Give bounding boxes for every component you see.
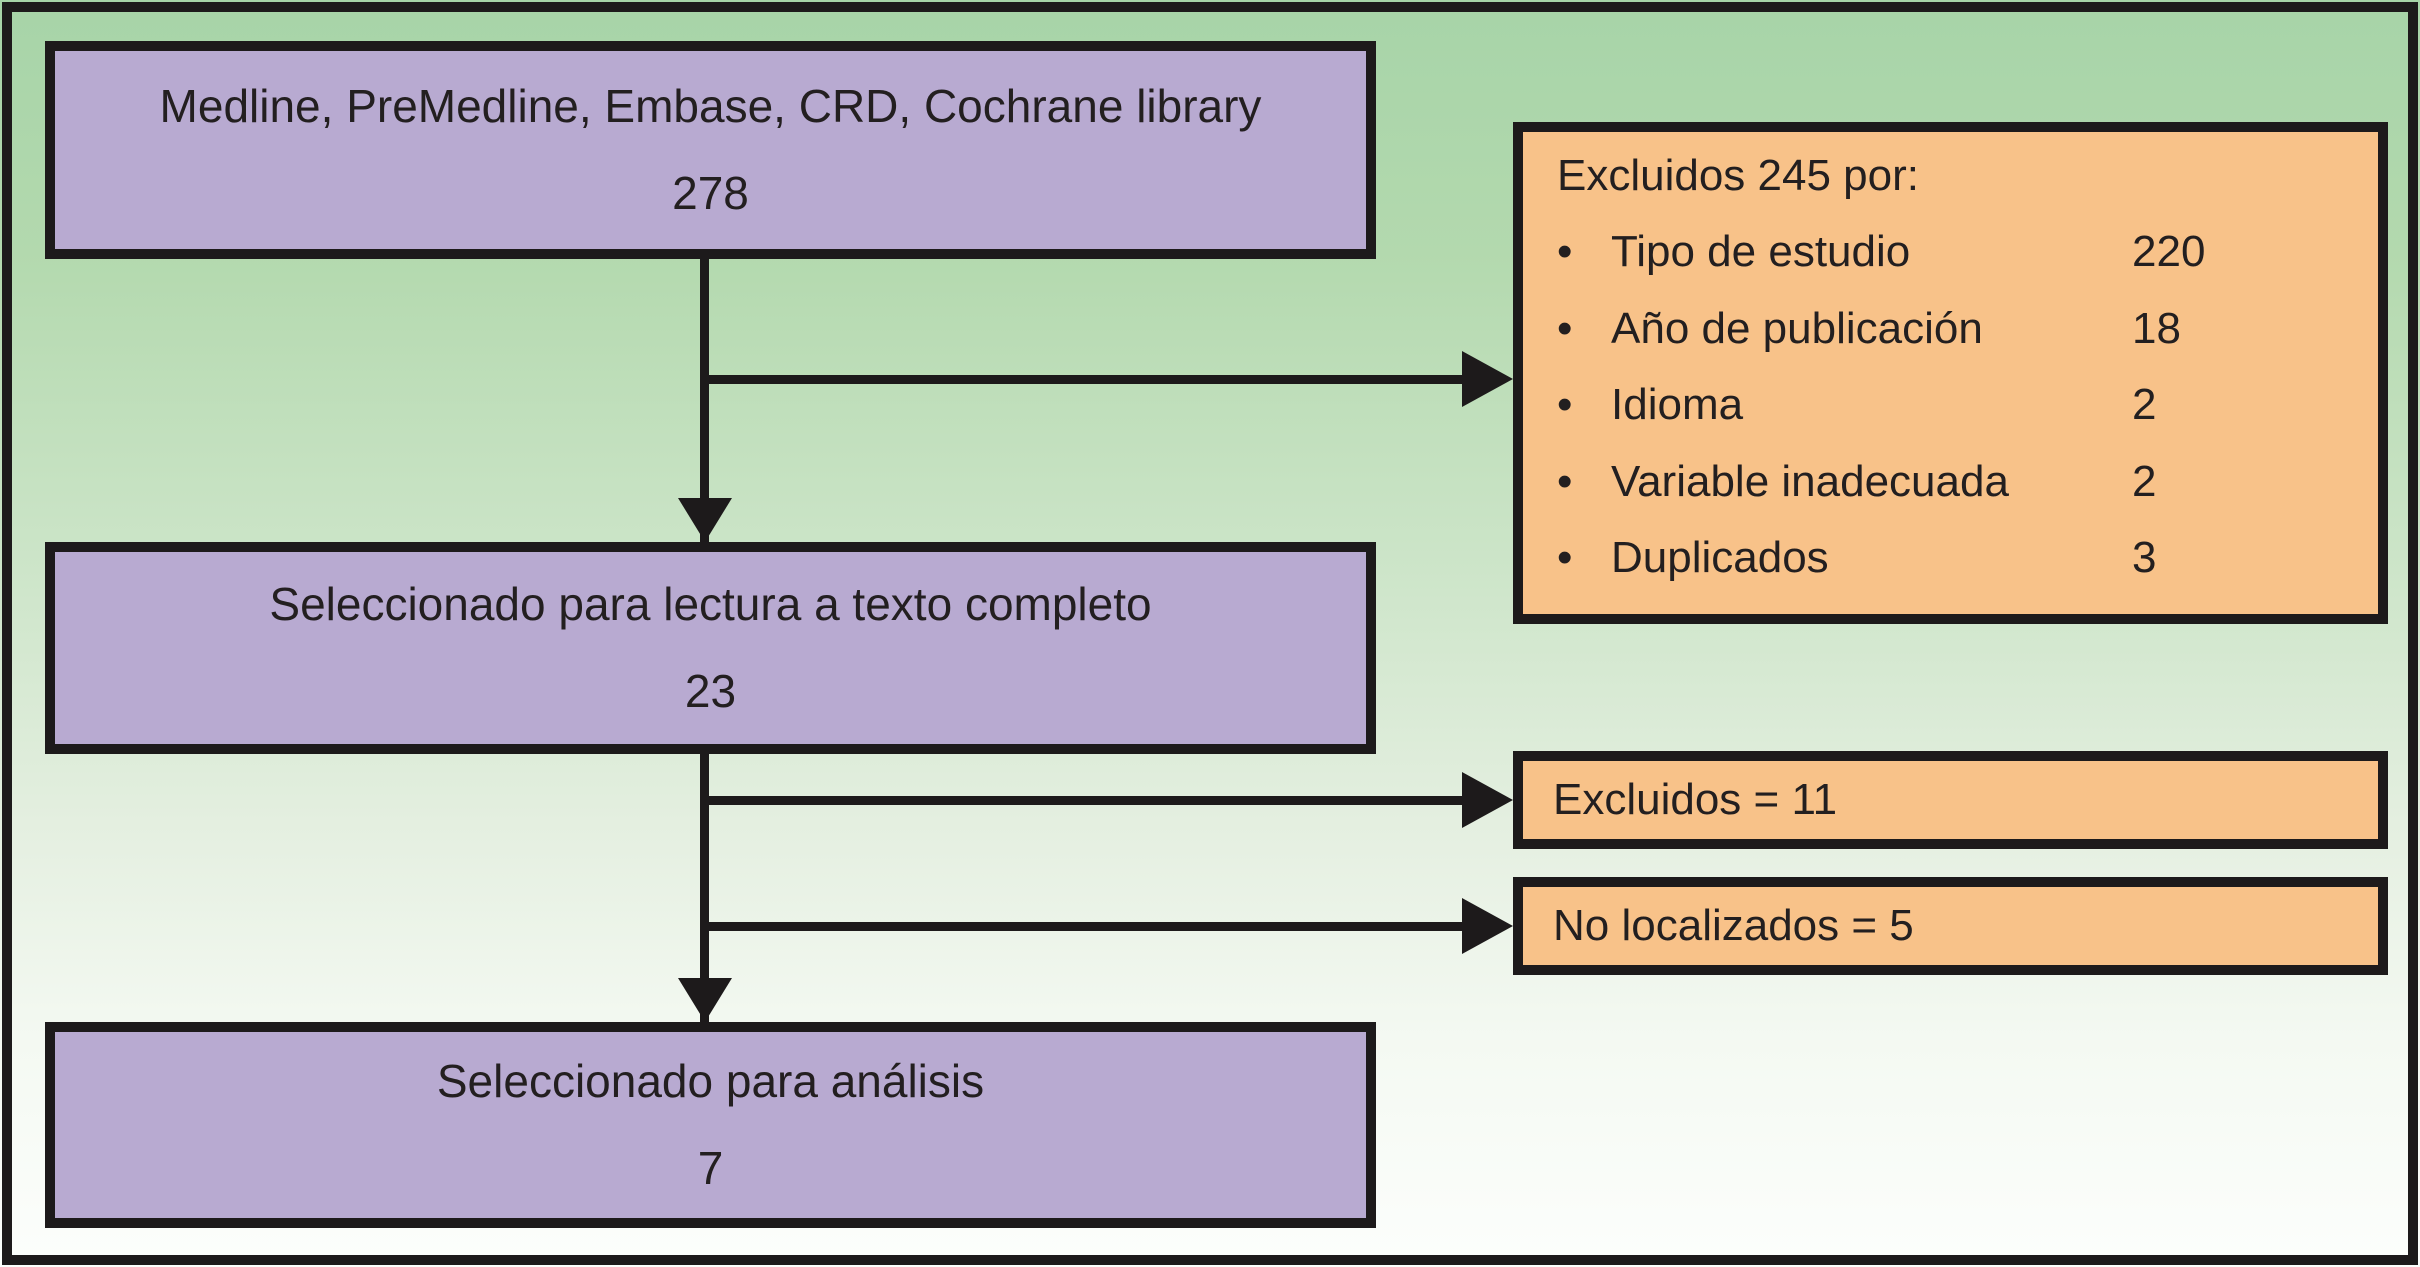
reason-value: 220 [2132, 227, 2206, 277]
arrow-down-icon [678, 978, 732, 1022]
arrow-right-icon [1462, 351, 1513, 407]
reason-value: 3 [2132, 532, 2157, 582]
excluded-reasons-title: Excluidos 245 por: [1557, 151, 1919, 200]
node-sources-label: Medline, PreMedline, Embase, CRD, Cochra… [159, 80, 1262, 133]
bullet-icon: • [1557, 456, 1573, 506]
excluded-reasons-title-row: Excluidos 245 por: [1557, 150, 2350, 202]
node-excluded-reasons: Excluidos 245 por: • Tipo de estudio 220… [1513, 122, 2388, 624]
node-not-found-label: No localizados = 5 [1553, 900, 1914, 950]
connector-horizontal-to-excluded-reasons [704, 375, 1464, 384]
reason-value: 2 [2132, 380, 2157, 430]
node-analysis-label: Seleccionado para análisis [436, 1055, 985, 1108]
reason-label: Año de publicación [1611, 303, 1983, 353]
reason-row: • Idioma 2 [1557, 379, 2350, 431]
node-excluded-total: Excluidos = 11 [1513, 751, 2388, 849]
reason-row: • Tipo de estudio 220 [1557, 226, 2350, 278]
node-analysis-count: 7 [697, 1142, 724, 1194]
bullet-icon: • [1557, 227, 1573, 277]
arrow-right-icon [1462, 898, 1513, 954]
reason-label: Variable inadecuada [1611, 456, 2009, 506]
reason-row: • Año de publicación 18 [1557, 303, 2350, 355]
node-sources-count: 278 [672, 167, 749, 219]
arrow-right-icon [1462, 772, 1513, 828]
connector-horizontal-to-not-found [704, 922, 1464, 931]
node-analysis: Seleccionado para análisis 7 [45, 1022, 1376, 1228]
reason-row: • Variable inadecuada 2 [1557, 456, 2350, 508]
bullet-icon: • [1557, 380, 1573, 430]
bullet-icon: • [1557, 303, 1573, 353]
node-not-found: No localizados = 5 [1513, 877, 2388, 975]
reason-row: • Duplicados 3 [1557, 532, 2350, 584]
reason-label: Tipo de estudio [1611, 227, 1911, 277]
node-sources: Medline, PreMedline, Embase, CRD, Cochra… [45, 41, 1376, 259]
reason-label: Idioma [1611, 380, 1744, 430]
arrow-down-icon [678, 498, 732, 542]
connector-vertical-fulltext-to-analysis [700, 754, 709, 1022]
node-fulltext: Seleccionado para lectura a texto comple… [45, 542, 1376, 754]
reason-value: 18 [2132, 303, 2181, 353]
node-excluded-total-label: Excluidos = 11 [1553, 774, 1838, 824]
node-fulltext-count: 23 [684, 665, 737, 717]
connector-horizontal-to-excluded-total [704, 796, 1464, 805]
bullet-icon: • [1557, 532, 1573, 582]
node-fulltext-label: Seleccionado para lectura a texto comple… [269, 578, 1152, 631]
reason-value: 2 [2132, 456, 2157, 506]
reason-label: Duplicados [1611, 532, 1829, 582]
connector-vertical-sources-to-fulltext [700, 259, 709, 542]
